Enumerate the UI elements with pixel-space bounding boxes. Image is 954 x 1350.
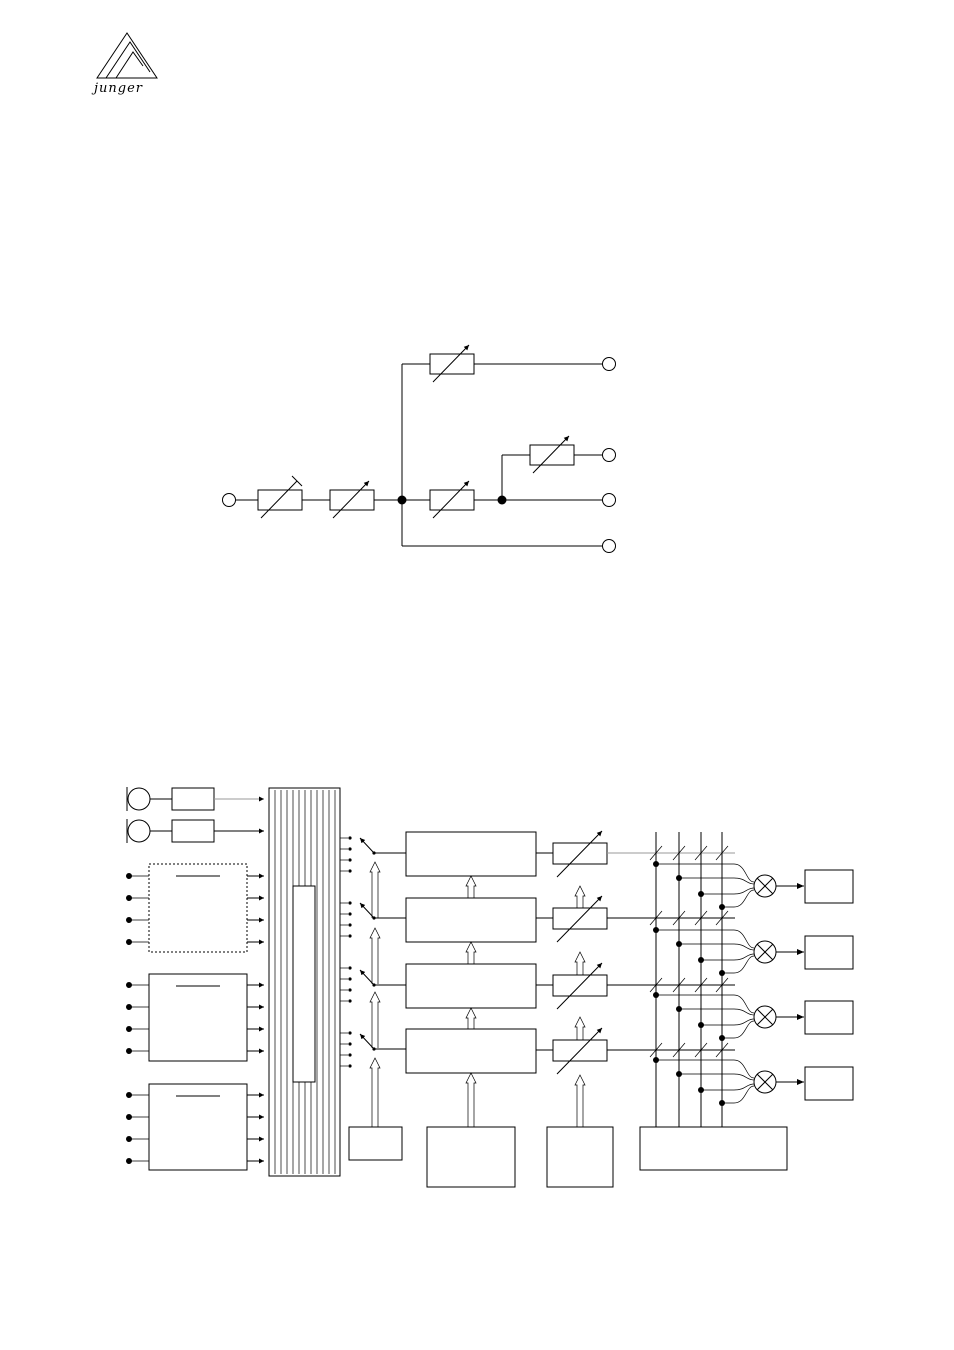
gain-stage-2	[536, 895, 608, 943]
routing-bus	[268, 787, 341, 1177]
output-block-3	[804, 1000, 854, 1035]
input-gain-block	[257, 489, 303, 511]
logo-wordmark: junger	[91, 81, 143, 96]
output-block-1	[804, 869, 854, 904]
output-terminal-3	[602, 493, 616, 507]
output-group-2	[653, 927, 854, 976]
ad-converter-2	[171, 819, 215, 843]
output-terminal-4	[602, 539, 616, 553]
bus-selector-block	[292, 885, 316, 1083]
variable-block-mid	[429, 489, 475, 511]
mixing-matrix	[649, 832, 729, 1127]
output-terminal-1	[602, 357, 616, 371]
analog-input-1	[126, 787, 264, 811]
gain-stage-1	[536, 830, 608, 878]
gain-stage-4	[536, 1027, 608, 1075]
output-group-4	[653, 1057, 854, 1106]
input-terminal	[222, 493, 236, 507]
gain-control-arrows	[574, 885, 586, 1127]
gain-control-block	[546, 1126, 614, 1188]
switch-control-block	[348, 1126, 403, 1161]
variable-block-branch	[529, 444, 575, 466]
analog-input-2	[126, 819, 264, 843]
input-module-2	[126, 973, 264, 1062]
switch-control-arrows	[369, 861, 381, 1127]
output-block-4	[804, 1066, 854, 1101]
signal-path-diagram	[222, 344, 616, 553]
variable-block-top	[429, 353, 475, 375]
output-group-1	[653, 861, 854, 910]
input-module-1	[126, 863, 264, 953]
output-group-3	[653, 992, 854, 1041]
processor-block-3	[405, 963, 537, 1009]
system-block-diagram	[126, 787, 854, 1188]
matrix-control-block	[639, 1126, 788, 1171]
processor-block-1	[405, 831, 537, 877]
input-module-3	[126, 1083, 264, 1171]
channel-switch-1	[340, 836, 406, 873]
processor-block-4	[405, 1028, 537, 1074]
processor-control-arrows	[465, 875, 477, 1127]
variable-block-1	[329, 489, 375, 511]
processor-control-block	[426, 1126, 516, 1188]
ad-converter-1	[171, 787, 215, 811]
channel-switch-3	[340, 966, 406, 1003]
junger-logo: junger	[91, 32, 158, 96]
processor-block-2	[405, 897, 537, 943]
output-block-2	[804, 935, 854, 970]
output-terminal-2	[602, 448, 616, 462]
gain-stage-3	[536, 962, 608, 1010]
